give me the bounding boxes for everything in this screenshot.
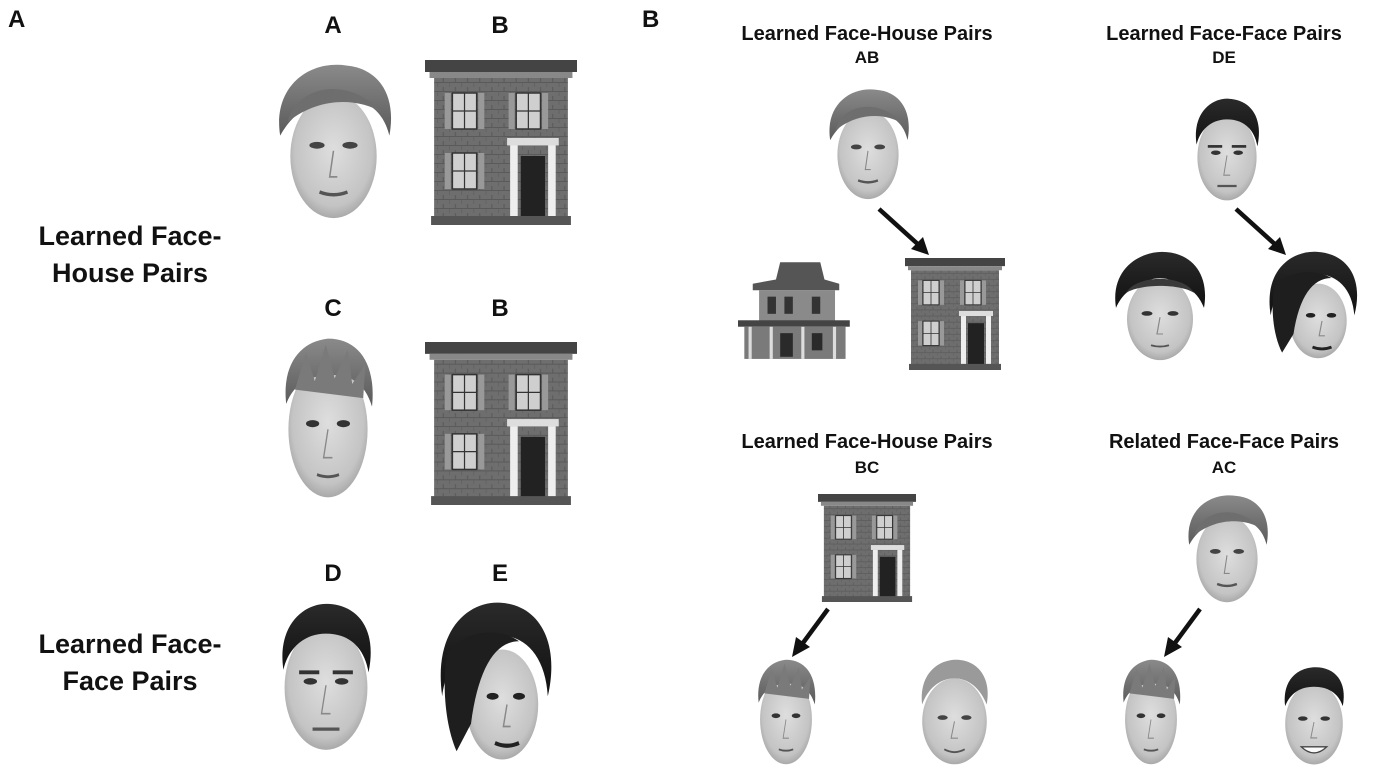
row2-c-label: C bbox=[303, 295, 363, 323]
label-learned-face-house: Learned Face-House Pairs bbox=[30, 218, 230, 292]
panel-a-letter: A bbox=[8, 6, 25, 34]
q3-face-c-image bbox=[750, 656, 822, 768]
q3-arrow-icon bbox=[788, 605, 833, 660]
q3-face-g-image bbox=[912, 656, 997, 768]
q3-brick-house-image bbox=[818, 494, 916, 602]
q2-title: Learned Face-Face Pairs bbox=[1054, 22, 1394, 46]
q1-old-house-image bbox=[738, 258, 854, 360]
q1-subtitle: AB bbox=[697, 48, 1037, 68]
column-a-label: A bbox=[303, 12, 363, 40]
house-brick-image-2 bbox=[425, 342, 577, 505]
column-b-label: B bbox=[470, 12, 530, 40]
q2-subtitle: DE bbox=[1054, 48, 1394, 68]
face-e-woman-image bbox=[435, 600, 555, 765]
row3-d-label: D bbox=[303, 560, 363, 588]
q2-face-e-image bbox=[1265, 250, 1360, 362]
q1-face-a-image bbox=[823, 86, 913, 204]
q1-title: Learned Face-House Pairs bbox=[697, 22, 1037, 46]
q4-subtitle: AC bbox=[1054, 458, 1394, 478]
house-brick-image bbox=[425, 60, 577, 225]
panel-b-letter: B bbox=[642, 6, 659, 34]
q1-brick-house-image bbox=[905, 258, 1005, 370]
row3-e-label: E bbox=[470, 560, 530, 588]
q2-face-d-image bbox=[1187, 96, 1267, 204]
q3-subtitle: BC bbox=[697, 458, 1037, 478]
q4-face-a-image bbox=[1182, 492, 1272, 607]
row2-b-label: B bbox=[470, 295, 530, 323]
face-d-man-image bbox=[270, 600, 382, 755]
face-a-woman-image bbox=[270, 60, 397, 225]
q4-face-h-image bbox=[1274, 662, 1354, 768]
face-c-man-image bbox=[273, 333, 383, 503]
label-learned-face-face: Learned Face-Face Pairs bbox=[30, 626, 230, 700]
q4-face-c-image bbox=[1115, 656, 1187, 768]
q3-title: Learned Face-House Pairs bbox=[697, 430, 1037, 454]
q2-face-f-image bbox=[1110, 250, 1210, 362]
q4-title: Related Face-Face Pairs bbox=[1054, 430, 1394, 454]
q1-arrow-icon bbox=[875, 205, 935, 260]
q4-arrow-icon bbox=[1160, 605, 1205, 660]
